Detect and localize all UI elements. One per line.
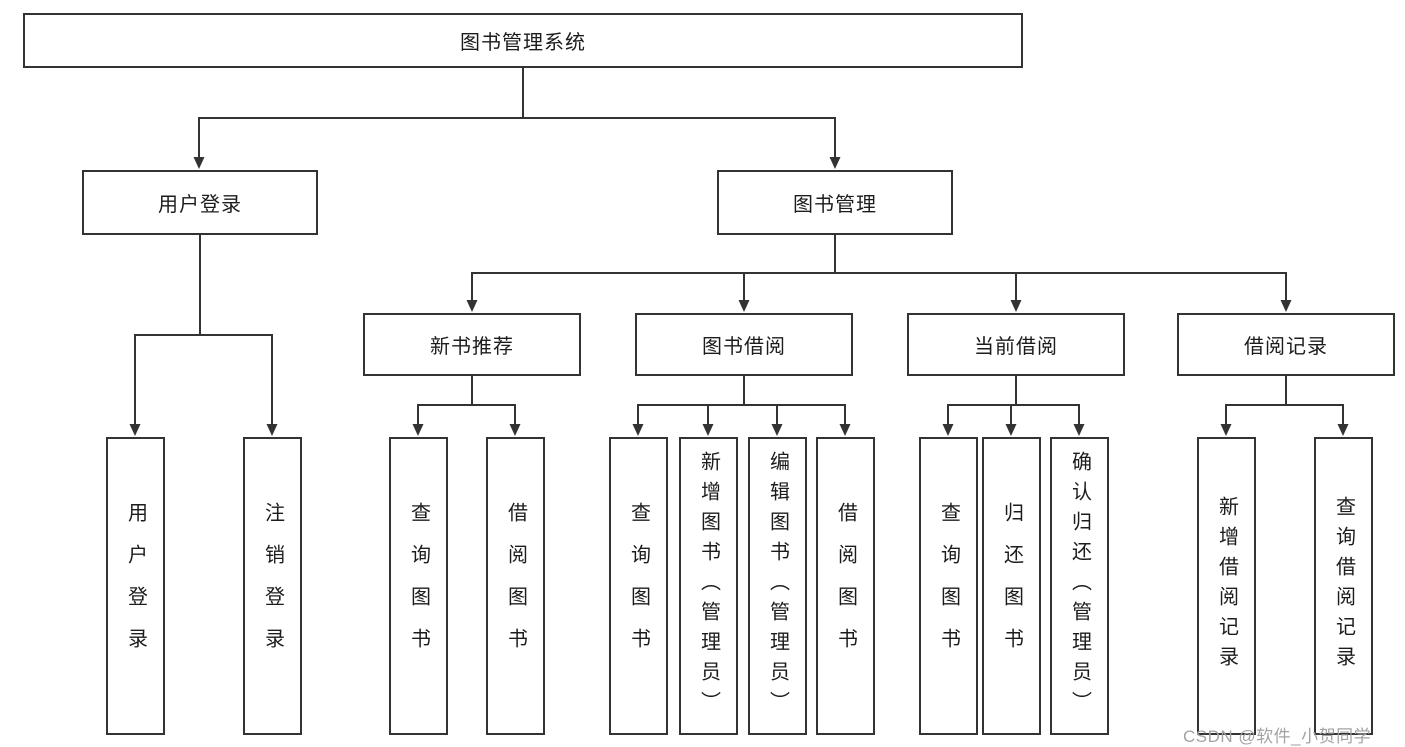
node-leaf-newbook-borrow: 借阅图书 bbox=[486, 437, 545, 735]
node-leaf-newbook-query: 查询图书 bbox=[389, 437, 448, 735]
node-leaf-borrow-edit-label: 编辑图书（管理员） bbox=[766, 451, 789, 721]
node-leaf-user-login: 用户登录 bbox=[106, 437, 165, 735]
node-leaf-user-login-label: 用户登录 bbox=[124, 502, 147, 670]
node-leaf-current-confirm-label: 确认归还（管理员） bbox=[1068, 451, 1091, 721]
node-record-label: 借阅记录 bbox=[1244, 336, 1328, 358]
node-leaf-borrow-query: 查询图书 bbox=[609, 437, 668, 735]
node-leaf-newbook-query-label: 查询图书 bbox=[407, 502, 430, 670]
node-leaf-record-query: 查询借阅记录 bbox=[1314, 437, 1373, 735]
node-leaf-current-return: 归还图书 bbox=[982, 437, 1041, 735]
node-leaf-current-query-label: 查询图书 bbox=[937, 502, 960, 670]
connector-trunks bbox=[134, 68, 1344, 406]
node-leaf-borrow-borrow-label: 借阅图书 bbox=[834, 502, 857, 670]
connector-arrows bbox=[129, 118, 1349, 436]
node-leaf-current-confirm: 确认归还（管理员） bbox=[1050, 437, 1109, 735]
node-leaf-borrow-edit: 编辑图书（管理员） bbox=[748, 437, 807, 735]
node-user-login-label: 用户登录 bbox=[158, 194, 242, 216]
node-root: 图书管理系统 bbox=[23, 13, 1023, 68]
node-current: 当前借阅 bbox=[907, 313, 1125, 376]
node-leaf-borrow-query-label: 查询图书 bbox=[627, 502, 650, 670]
node-leaf-record-query-label: 查询借阅记录 bbox=[1332, 496, 1355, 676]
node-leaf-logout: 注销登录 bbox=[243, 437, 302, 735]
node-leaf-newbook-borrow-label: 借阅图书 bbox=[504, 502, 527, 670]
node-user-login: 用户登录 bbox=[82, 170, 318, 235]
node-leaf-record-add: 新增借阅记录 bbox=[1197, 437, 1256, 735]
node-leaf-borrow-borrow: 借阅图书 bbox=[816, 437, 875, 735]
node-book-mgmt: 图书管理 bbox=[717, 170, 953, 235]
node-borrow-label: 图书借阅 bbox=[702, 336, 786, 358]
node-borrow: 图书借阅 bbox=[635, 313, 853, 376]
node-book-mgmt-label: 图书管理 bbox=[793, 194, 877, 216]
node-leaf-current-query: 查询图书 bbox=[919, 437, 978, 735]
node-current-label: 当前借阅 bbox=[974, 336, 1058, 358]
node-new-book-label: 新书推荐 bbox=[430, 336, 514, 358]
watermark: CSDN @软件_小贺同学 bbox=[1183, 727, 1372, 746]
node-new-book: 新书推荐 bbox=[363, 313, 581, 376]
node-leaf-record-add-label: 新增借阅记录 bbox=[1215, 496, 1238, 676]
node-leaf-logout-label: 注销登录 bbox=[261, 502, 284, 670]
node-root-label: 图书管理系统 bbox=[460, 32, 586, 54]
node-leaf-borrow-add-label: 新增图书（管理员） bbox=[697, 451, 720, 721]
node-leaf-borrow-add: 新增图书（管理员） bbox=[679, 437, 738, 735]
node-leaf-current-return-label: 归还图书 bbox=[1000, 502, 1023, 670]
node-record: 借阅记录 bbox=[1177, 313, 1395, 376]
